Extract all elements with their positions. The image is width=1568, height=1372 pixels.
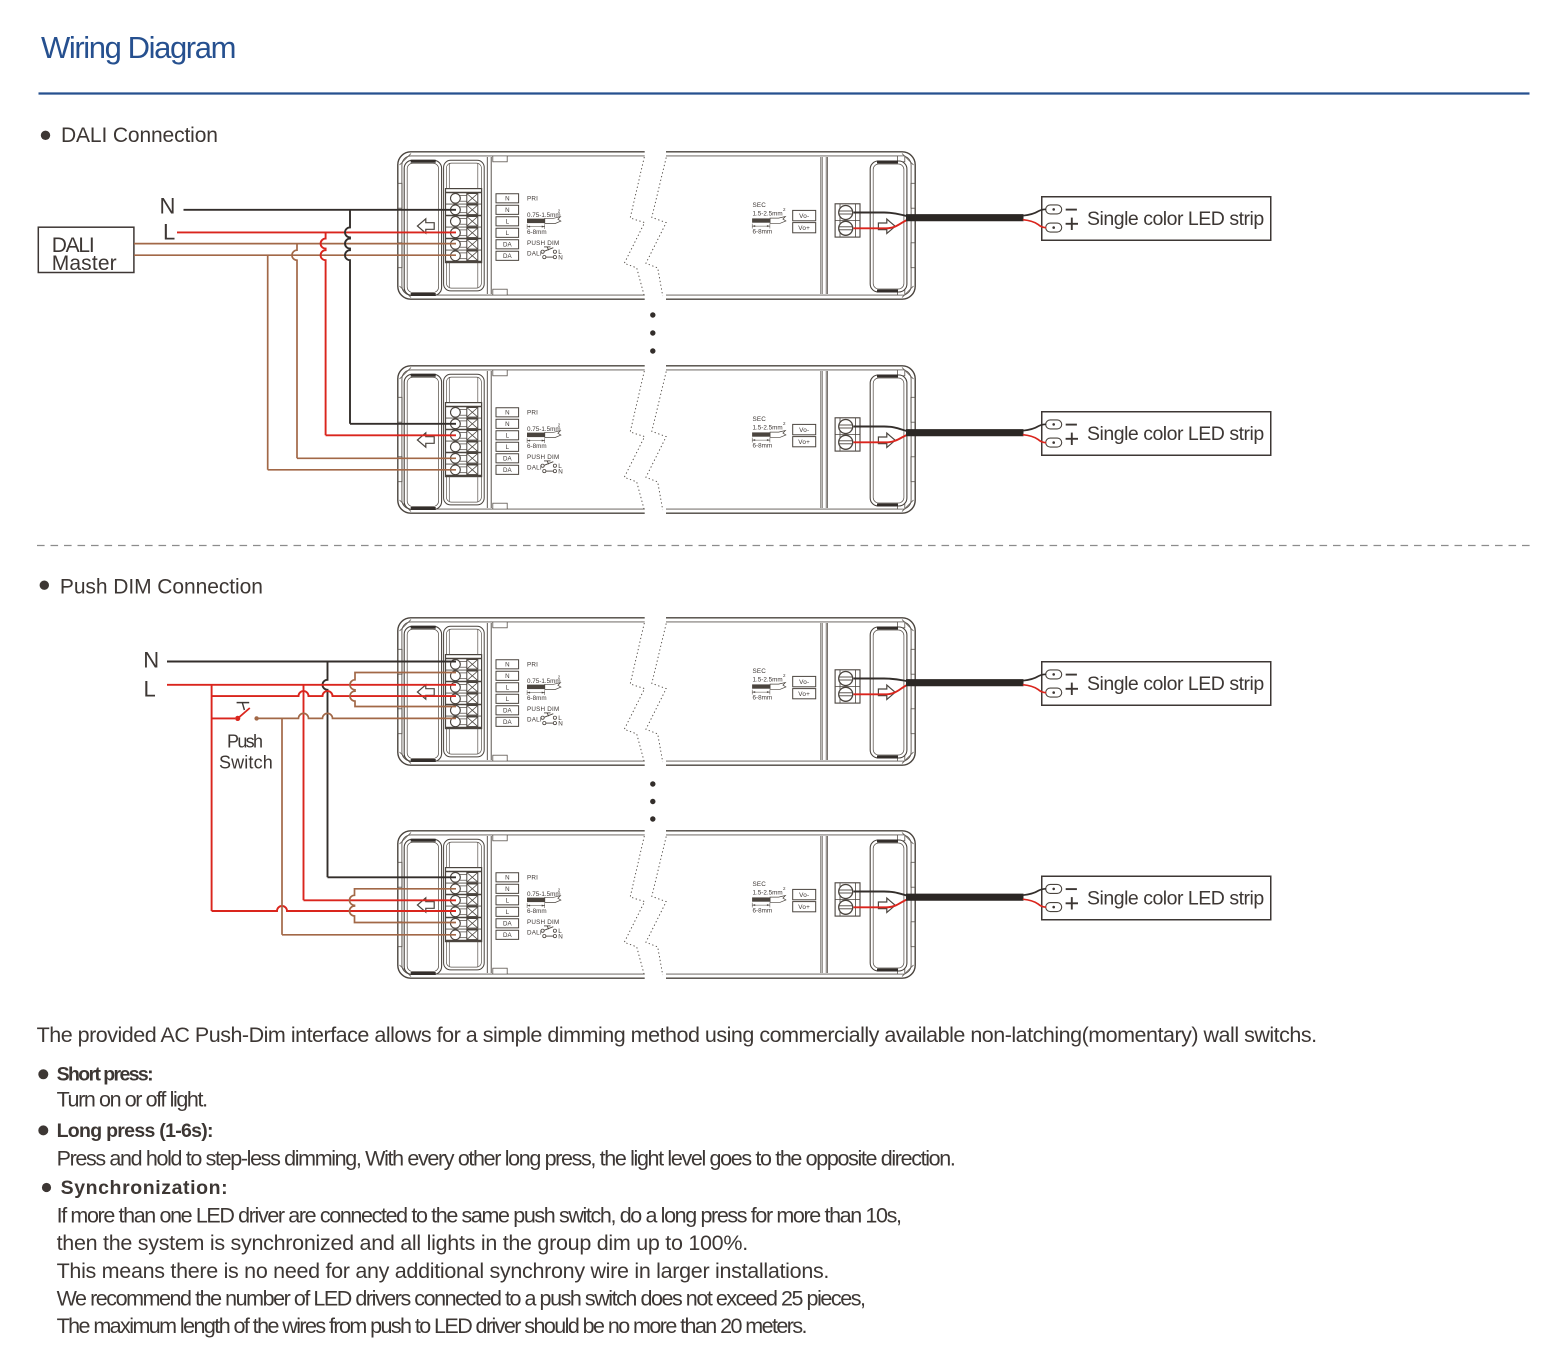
svg-text:DALI Connection: DALI Connection (61, 124, 218, 147)
svg-text:L: L (144, 677, 156, 702)
svg-text:If more than one LED driver ar: If more than one LED driver are connecte… (57, 1204, 901, 1228)
svg-text:Synchronization:: Synchronization: (61, 1177, 229, 1199)
svg-text:The provided AC Push-Dim inter: The provided AC Push-Dim interface allow… (37, 1023, 1317, 1047)
svg-text:Push: Push (227, 732, 262, 752)
svg-text:This means there is no need fo: This means there is no need for any addi… (57, 1259, 830, 1283)
svg-text:Short press:: Short press: (57, 1064, 153, 1086)
svg-text:The maximum length of the wire: The maximum length of the wires from pus… (57, 1314, 807, 1338)
svg-text:Master: Master (52, 252, 117, 275)
svg-text:Long press (1-6s):: Long press (1-6s): (57, 1120, 213, 1142)
svg-text:We recommend the number of LED: We recommend the number of LED drivers c… (57, 1287, 865, 1311)
svg-text:Press and hold to step-less di: Press and hold to step-less dimming, Wit… (57, 1146, 955, 1170)
svg-text:L: L (163, 220, 175, 245)
svg-text:Wiring Diagram: Wiring Diagram (41, 30, 235, 65)
svg-text:N: N (160, 194, 176, 219)
svg-text:Push DIM Connection: Push DIM Connection (60, 575, 263, 598)
svg-text:then the system is synchronize: then the system is synchronized and all … (57, 1231, 748, 1255)
svg-text:Turn on or off light.: Turn on or off light. (57, 1088, 207, 1112)
svg-text:Switch: Switch (219, 753, 273, 773)
svg-text:DALI: DALI (52, 234, 94, 257)
svg-text:N: N (143, 648, 159, 673)
